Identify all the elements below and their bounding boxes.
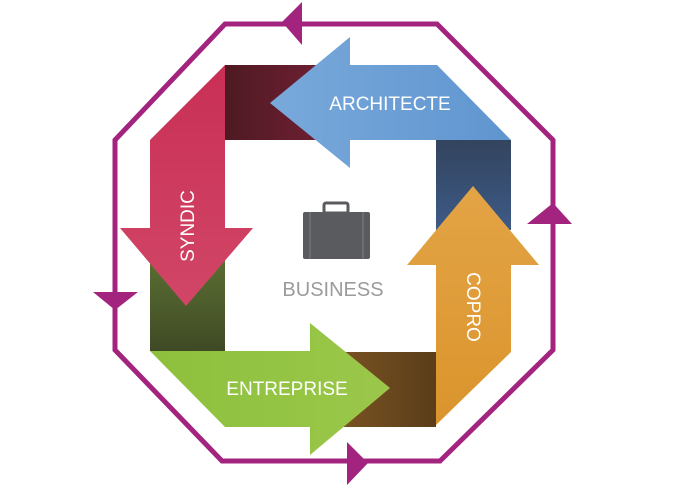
cycle-arrowhead-down-icon [93,292,138,310]
architecte-label: ARCHITECTE [329,94,450,115]
entreprise-label: ENTREPRISE [226,379,347,400]
syndic-arrow [120,65,253,306]
step-copro: COPRO [407,186,539,425]
architecte-arrow [270,37,511,168]
entreprise-arrow [150,323,390,455]
step-syndic: SYNDIC [120,65,253,306]
cycle-octagon [112,21,556,464]
cycle-arrowhead-left-icon [282,2,302,45]
step-entreprise: ENTREPRISE [150,323,390,455]
center-label: BUSINESS [282,279,383,301]
cycle-arrowhead-right-icon [347,442,368,485]
copro-arrow [407,186,539,425]
copro-label: COPRO [462,272,483,342]
cycle-arrowhead-up-icon [527,203,572,224]
step-architecte: ARCHITECTE [270,37,511,168]
syndic-label: SYNDIC [178,190,199,262]
briefcase-icon [303,201,370,259]
